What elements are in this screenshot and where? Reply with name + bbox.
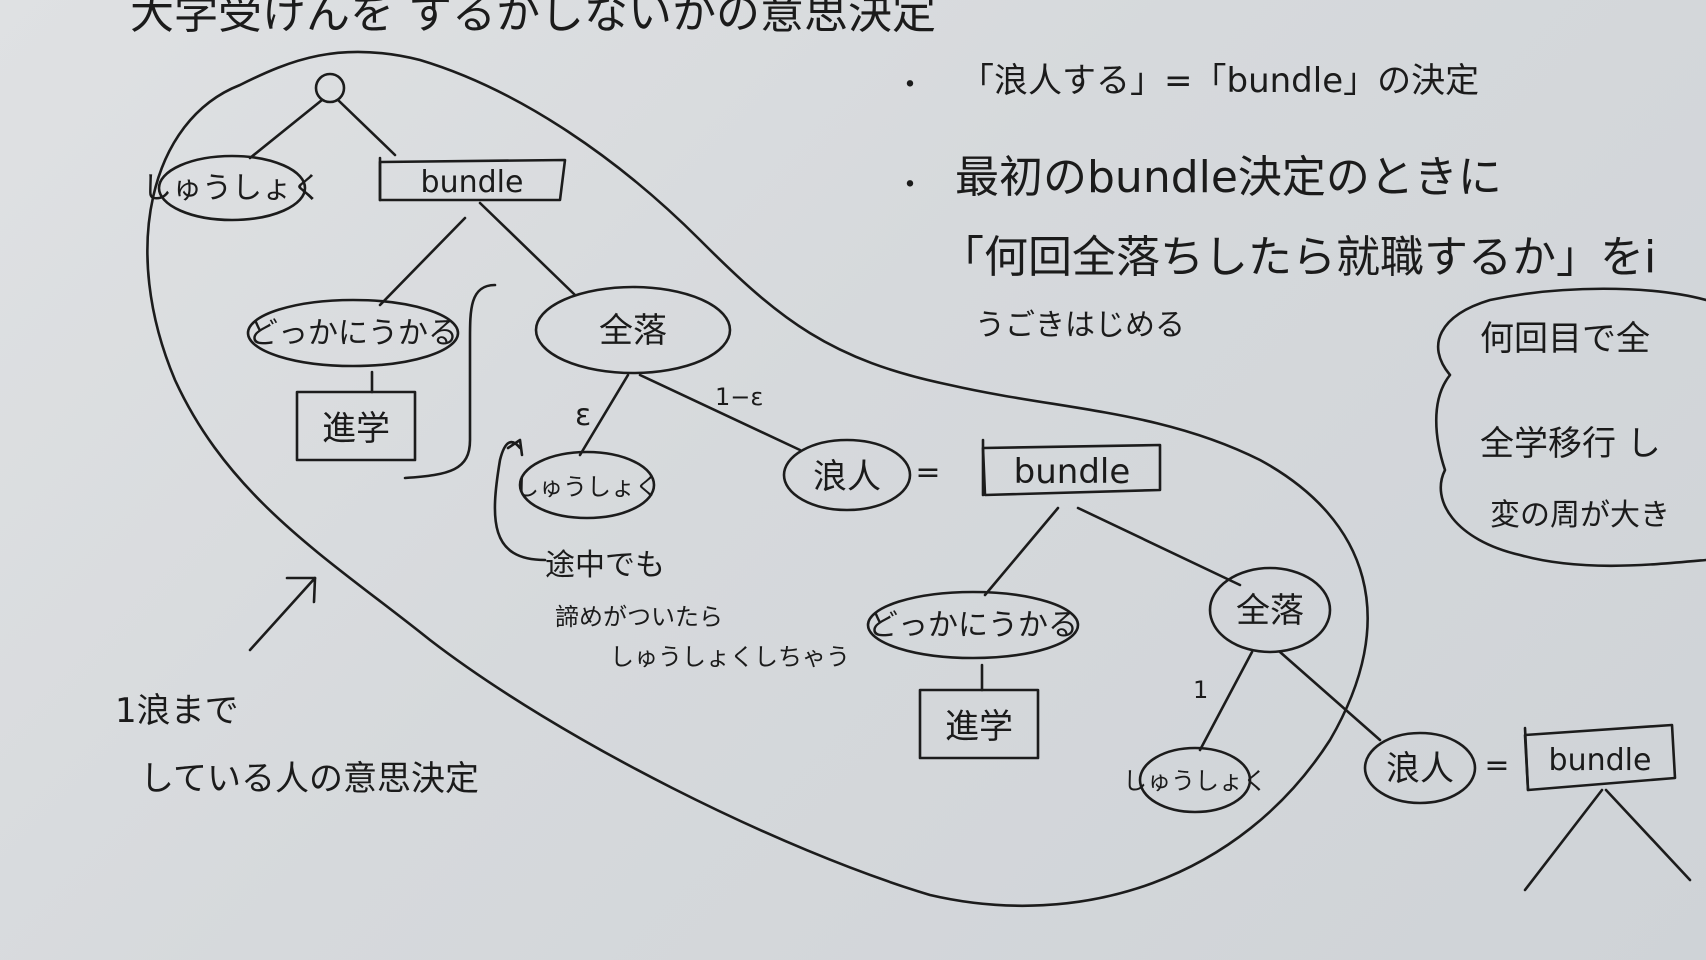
right-note-2-line3: うごきはじめる bbox=[975, 308, 1185, 343]
node-enroll-1-label: 進学 bbox=[322, 409, 390, 449]
edge-eps-label: ε bbox=[575, 398, 591, 433]
brace-1 bbox=[403, 283, 497, 480]
equals-1: = bbox=[915, 455, 940, 490]
node-job-top-label: しゅうしょく bbox=[142, 171, 322, 206]
bullet-2: ・ bbox=[895, 168, 925, 203]
arrow-up-left-note bbox=[248, 576, 317, 652]
left-note-line2: している人の意思決定 bbox=[140, 759, 479, 799]
edge-root-to-bundle bbox=[336, 98, 397, 157]
node-enroll-2-label: 進学 bbox=[945, 707, 1013, 747]
right-note-2-line2: 「何回全落ちしたら就職するか」をi bbox=[940, 232, 1656, 283]
node-job-top bbox=[157, 154, 307, 222]
node-all-fail-1-label: 全落 bbox=[599, 311, 667, 351]
node-ronin-1-label: 浪人 bbox=[813, 457, 881, 497]
node-pass-any-2 bbox=[866, 590, 1080, 660]
midway-note-line2: 諦めがついたら bbox=[555, 603, 723, 631]
node-ronin-2 bbox=[1363, 731, 1477, 805]
node-all-fail-2 bbox=[1208, 566, 1332, 654]
bullet-1: ・ bbox=[895, 68, 925, 103]
node-all-fail-2-label: 全落 bbox=[1236, 591, 1304, 631]
node-bundle-2-label: bundle bbox=[1549, 743, 1652, 778]
edge2-bundle-to-fail bbox=[1076, 506, 1242, 587]
node-enroll-2 bbox=[918, 688, 1040, 760]
edge2-fail-to-ronin bbox=[1278, 650, 1382, 742]
root-node bbox=[314, 72, 346, 104]
left-note-line1: 1浪まで bbox=[115, 691, 239, 731]
enclosing-loop bbox=[146, 50, 1369, 908]
node-pass-any-1-label: どっかにうかる bbox=[248, 316, 458, 351]
edge3-left bbox=[1523, 788, 1604, 892]
cloud-line3: 変の周が大き bbox=[1490, 498, 1670, 533]
node-ronin-bundle-label: bundle bbox=[1014, 452, 1131, 492]
edge-fail-to-job bbox=[578, 373, 630, 457]
node-job-2-label: しゅうしょく bbox=[1123, 767, 1267, 795]
right-note-2-line1: 最初のbundle決定のときに bbox=[955, 152, 1502, 203]
top-cutoff-text: 大学受けんを するかしないかの意思決定 bbox=[130, 0, 936, 39]
right-cloud bbox=[1435, 287, 1706, 568]
right-note-1: 「浪人する」=「bundle」の決定 bbox=[960, 61, 1479, 101]
node-pass-any-2-label: どっかにうかる bbox=[868, 608, 1078, 643]
node-job-1 bbox=[518, 450, 656, 520]
node-job-1-label: しゅうしょく bbox=[515, 473, 659, 501]
node-ronin-1 bbox=[782, 438, 912, 512]
edge2-fail-to-job bbox=[1198, 650, 1254, 752]
edge2-bundle-to-pass bbox=[983, 506, 1060, 597]
node-ronin-bundle-box bbox=[981, 443, 1162, 497]
curved-arrow-midway bbox=[493, 440, 547, 562]
midway-note-line3: しゅうしょくしちゃう bbox=[610, 643, 850, 671]
cloud-line2: 全学移行 し bbox=[1480, 424, 1661, 464]
node-ronin-2-label: 浪人 bbox=[1386, 749, 1454, 789]
edge2-one-label: 1 bbox=[1193, 676, 1208, 704]
node-enroll-1 bbox=[295, 390, 417, 462]
edge3-right bbox=[1604, 788, 1692, 882]
node-job-2 bbox=[1138, 746, 1252, 814]
edge-bundle-to-pass bbox=[378, 216, 467, 307]
edge-bundle-to-fail bbox=[478, 201, 577, 297]
edge-fail-to-ronin bbox=[638, 373, 802, 452]
node-pass-any-1 bbox=[246, 298, 460, 368]
equals-2: = bbox=[1484, 748, 1509, 783]
cloud-line1: 何回目で全 bbox=[1480, 319, 1650, 359]
node-bundle-label: bundle bbox=[421, 165, 524, 200]
midway-note-line1: 途中でも bbox=[545, 548, 665, 583]
edge-root-to-job bbox=[248, 98, 324, 160]
node-all-fail-1 bbox=[534, 285, 732, 375]
edge-one-minus-eps-label: 1−ε bbox=[715, 383, 763, 411]
